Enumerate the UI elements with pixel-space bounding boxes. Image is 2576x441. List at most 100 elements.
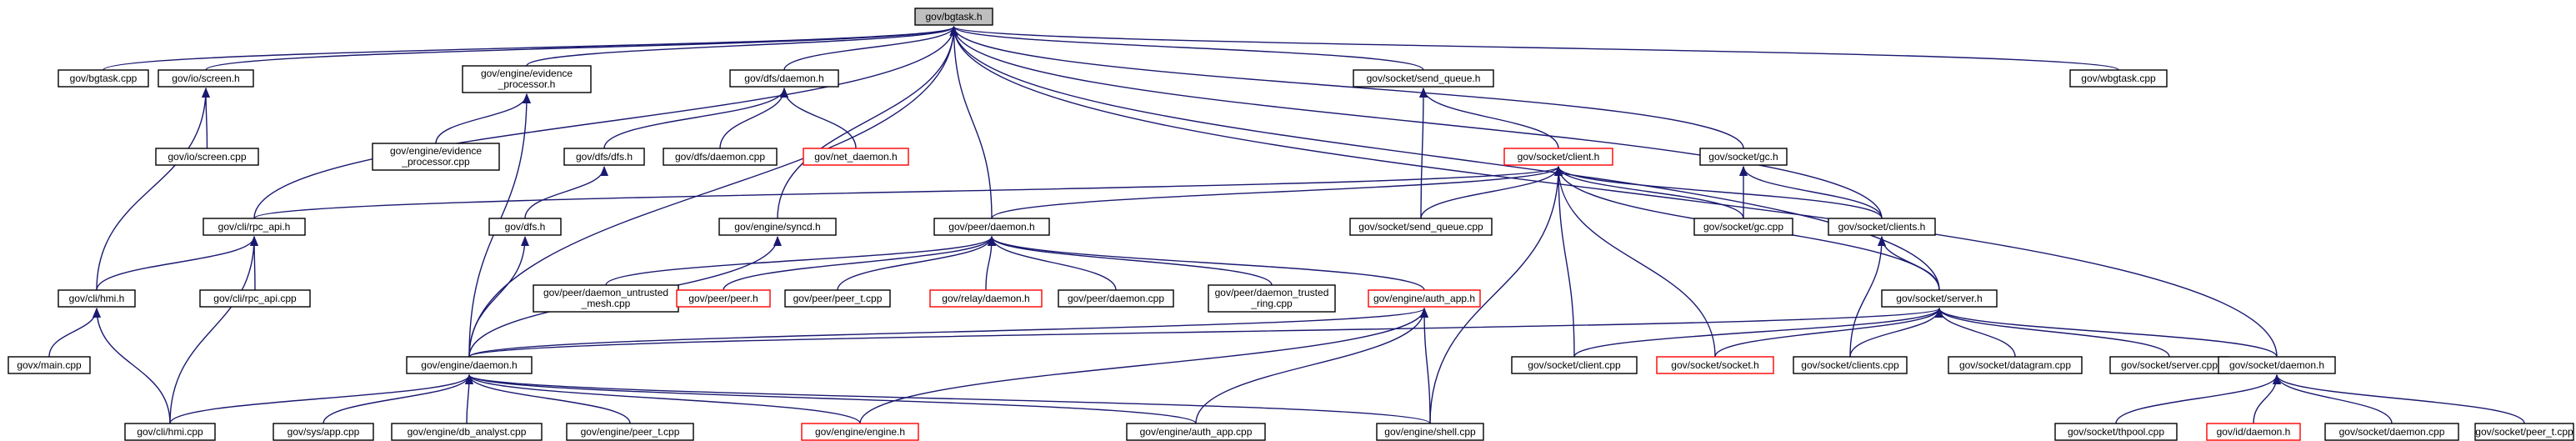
file-node[interactable]: gov/relay/daemon.h	[929, 289, 1043, 308]
file-node-box	[273, 423, 374, 441]
file-node-label: _processor.cpp	[401, 156, 470, 168]
file-node-label: gov/bgtask.cpp	[70, 73, 138, 84]
file-node[interactable]: gov/dfs/daemon.cpp	[663, 148, 778, 166]
dependency-edge	[253, 166, 1563, 219]
dependency-edge	[1935, 308, 2170, 358]
file-node[interactable]: gov/engine/auth_app.cpp	[1126, 423, 1266, 441]
file-node[interactable]: gov/socket/send_queue.cpp	[1349, 218, 1493, 236]
file-node-label: gov/socket/client.h	[1518, 151, 1600, 163]
file-node[interactable]: gov/net_daemon.h	[803, 148, 909, 166]
file-node-label: gov/cli/hmi.h	[69, 293, 125, 304]
file-node[interactable]: gov/io/screen.h	[158, 69, 254, 88]
file-node[interactable]: gov/engine/evidence_processor.h	[462, 65, 592, 93]
file-node-box	[8, 356, 91, 374]
file-node[interactable]: gov/socket/server.cpp	[2109, 356, 2229, 374]
dependency-edge	[169, 374, 473, 424]
file-node-box	[1656, 356, 1774, 374]
file-node[interactable]: gov/cli/rpc_api.cpp	[199, 289, 311, 308]
dependency-edge	[605, 236, 996, 286]
file-node[interactable]: gov/socket/client.cpp	[1511, 356, 1638, 374]
dependency-edge	[465, 374, 631, 424]
dependency-edge	[1420, 308, 1431, 424]
file-node[interactable]: gov/peer/peer_t.cpp	[784, 289, 891, 308]
file-node[interactable]: gov/socket/daemon.cpp	[2324, 423, 2459, 441]
file-node[interactable]: gov/engine/evidence_processor.cpp	[372, 143, 500, 171]
file-node[interactable]: gov/socket/clients.cpp	[1793, 356, 1908, 374]
dependency-edge	[837, 236, 996, 291]
file-node[interactable]: gov/socket/clients.h	[1828, 218, 1936, 236]
file-node-box	[676, 289, 771, 308]
file-node[interactable]: gov/socket/thpool.cpp	[2054, 423, 2178, 441]
file-node[interactable]: gov/cli/rpc_api.h	[203, 218, 306, 236]
file-node-box	[2324, 423, 2459, 441]
dependency-edge	[1418, 88, 1428, 219]
file-node[interactable]: gov/socket/socket.h	[1656, 356, 1774, 374]
file-node-box	[58, 289, 136, 308]
file-node-label: gov/engine/engine.h	[815, 426, 905, 438]
dependency-edge	[949, 26, 2278, 358]
file-node[interactable]: gov/bgtask.cpp	[58, 69, 149, 88]
dependency-edge	[777, 26, 958, 219]
file-node-box	[801, 423, 919, 441]
file-node-box	[1058, 289, 1174, 308]
file-node-label: gov/dfs/dfs.h	[576, 151, 633, 163]
file-node-box	[1126, 423, 1266, 441]
file-node[interactable]: gov/cli/hmi.cpp	[124, 423, 216, 441]
file-node-label: gov/dfs.h	[505, 221, 546, 233]
file-node[interactable]: gov/id/daemon.h	[2206, 423, 2301, 441]
file-node[interactable]: gov/engine/syncd.h	[718, 218, 837, 236]
file-node[interactable]: gov/dfs/dfs.h	[563, 148, 645, 166]
file-node-box	[1793, 356, 1908, 374]
file-node[interactable]: gov/socket/send_queue.h	[1353, 69, 1494, 88]
file-node-label: gov/socket/gc.cpp	[1703, 221, 1783, 233]
file-node[interactable]: gov/engine/shell.cpp	[1376, 423, 1484, 441]
dependency-edge	[96, 236, 258, 291]
file-node-box	[462, 65, 592, 93]
file-node[interactable]: gov/wbgtask.cpp	[2069, 69, 2168, 88]
file-node[interactable]: gov/peer/daemon.h	[933, 218, 1050, 236]
file-node[interactable]: gov/peer/peer.h	[676, 289, 771, 308]
file-node-label: gov/socket/server.h	[1896, 293, 1982, 304]
file-node-label: govx/main.cpp	[17, 359, 82, 371]
file-node[interactable]: gov/socket/client.h	[1503, 148, 1613, 166]
file-node[interactable]: gov/engine/auth_app.h	[1368, 289, 1481, 308]
file-node[interactable]: gov/socket/datagram.cpp	[1948, 356, 2083, 374]
file-node[interactable]: gov/peer/daemon.cpp	[1058, 289, 1174, 308]
file-node[interactable]: gov/socket/gc.h	[1699, 148, 1788, 166]
file-node-box	[1208, 284, 1336, 313]
dependency-edge	[524, 166, 608, 219]
file-node[interactable]: gov/dfs.h	[488, 218, 562, 236]
file-node[interactable]: gov/io/screen.cpp	[155, 148, 259, 166]
file-node[interactable]: gov/cli/hmi.h	[58, 289, 136, 308]
file-node[interactable]: gov/engine/db_analyst.cpp	[391, 423, 543, 441]
file-node[interactable]: govx/main.cpp	[8, 356, 91, 374]
file-node[interactable]: gov/socket/server.h	[1881, 289, 1998, 308]
dependency-edge	[205, 26, 958, 71]
file-node[interactable]: gov/peer/daemon_trusted_ring.cpp	[1208, 284, 1336, 313]
file-node[interactable]: gov/socket/peer_t.cpp	[2474, 423, 2574, 441]
file-node-box	[1511, 356, 1638, 374]
file-node-box	[914, 8, 993, 26]
file-node-box	[155, 148, 259, 166]
file-node-box	[718, 218, 837, 236]
file-node[interactable]: gov/engine/peer_t.cpp	[566, 423, 694, 441]
file-node[interactable]: gov/sys/app.cpp	[273, 423, 374, 441]
dependency-edge	[719, 88, 788, 149]
dependency-edge	[949, 26, 1744, 149]
file-node[interactable]: gov/socket/daemon.h	[2218, 356, 2336, 374]
file-node[interactable]: gov/peer/daemon_untrusted_mesh.cpp	[533, 284, 679, 313]
file-node[interactable]: gov/engine/engine.h	[801, 423, 919, 441]
file-node-box	[2206, 423, 2301, 441]
file-node[interactable]: gov/engine/daemon.h	[406, 356, 533, 374]
file-node[interactable]: gov/dfs/daemon.h	[729, 69, 839, 88]
file-node[interactable]: gov/bgtask.h	[914, 8, 993, 26]
file-node[interactable]: gov/socket/gc.cpp	[1693, 218, 1793, 236]
file-node-box	[391, 423, 543, 441]
dependency-edge	[950, 26, 2119, 71]
dependency-edge	[988, 236, 1425, 291]
dependency-edge	[991, 166, 1563, 219]
file-node-label: gov/socket/thpool.cpp	[2068, 426, 2164, 438]
file-node-label: gov/socket/gc.h	[1708, 151, 1778, 163]
file-node-box	[488, 218, 562, 236]
